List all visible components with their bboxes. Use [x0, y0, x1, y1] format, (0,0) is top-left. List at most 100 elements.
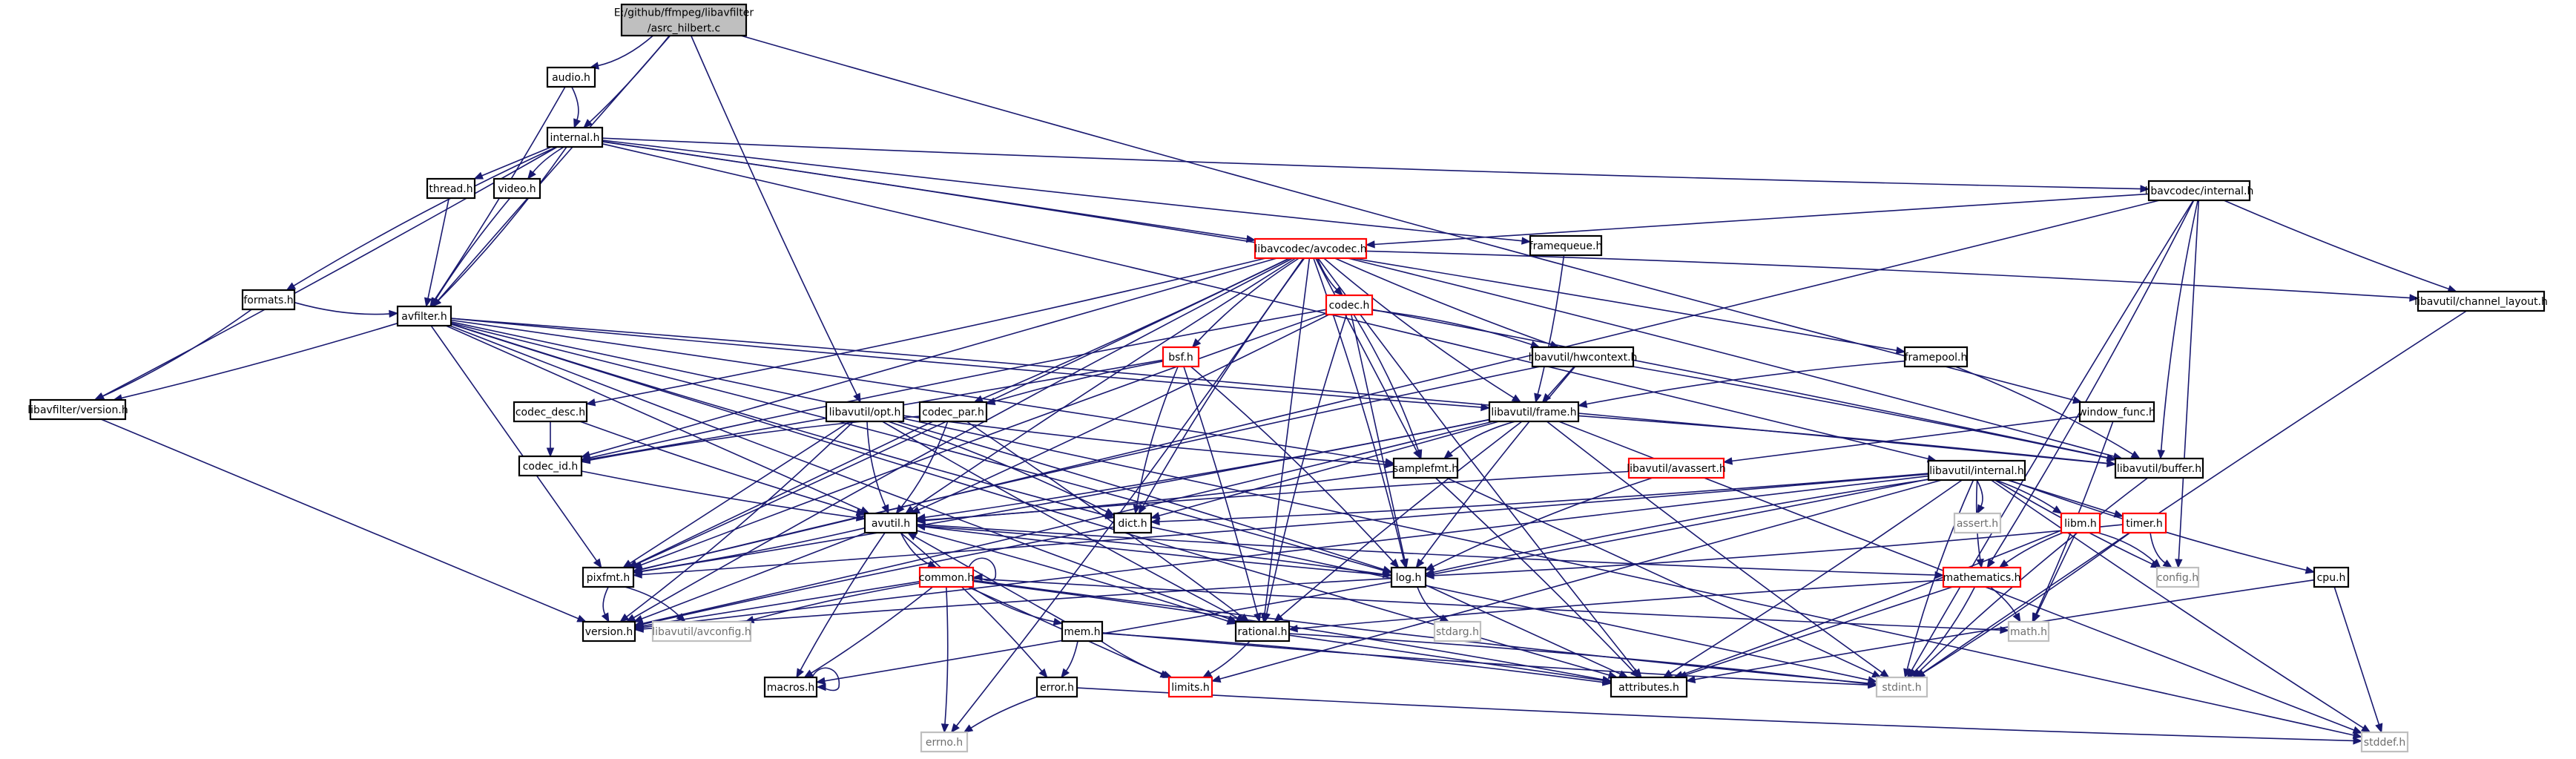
edge-opt-to-samplefmt	[903, 415, 1395, 469]
node-thread[interactable]: thread.h	[426, 177, 476, 200]
edge-arrowhead	[546, 447, 555, 458]
edge-avfilter-to-lavfi_version	[112, 322, 398, 402]
node-buffer[interactable]: libavutil/buffer.h	[2114, 457, 2204, 479]
edge-arrowhead	[1400, 558, 1409, 569]
edge-line	[579, 421, 858, 513]
edge-line	[450, 319, 1387, 463]
node-video[interactable]: video.h	[493, 177, 541, 200]
node-macros[interactable]: macros.h	[763, 676, 818, 698]
edge-line	[1976, 479, 1983, 507]
edge-arrowhead	[2113, 510, 2124, 518]
node-lavu-internal[interactable]: libavutil/internal.h	[1927, 459, 2026, 482]
edge-line	[642, 475, 1929, 628]
node-limits[interactable]: limits.h	[1167, 676, 1213, 698]
edge-line	[1136, 366, 1179, 507]
node-avconfig[interactable]: libavutil/avconfig.h	[651, 620, 752, 643]
edge-line	[810, 586, 934, 674]
node-internal[interactable]: internal.h	[546, 126, 604, 148]
node-avcodec[interactable]: libavcodec/avcodec.h	[1254, 237, 1368, 260]
edge-line	[1288, 634, 1604, 681]
node-box	[2147, 180, 2251, 202]
node-assert[interactable]: assert.h	[1953, 512, 2002, 534]
node-opt[interactable]: libavutil/opt.h	[825, 401, 905, 423]
node-audio[interactable]: audio.h	[546, 66, 596, 88]
edge-line	[972, 578, 2002, 631]
edge-arrowhead	[622, 559, 633, 568]
edge-arrowhead	[1903, 668, 1911, 679]
node-codec-id[interactable]: codec_id.h	[518, 455, 583, 477]
node-mathematics[interactable]: mathematics.h	[1942, 566, 2022, 588]
node-errno[interactable]: errno.h	[920, 731, 969, 753]
node-label: framepool.h	[1905, 352, 1968, 364]
node-channel-layout[interactable]: libavutil/channel_layout.h	[2414, 290, 2548, 312]
edge-line	[450, 321, 2355, 736]
edge-avcodec-to-errno	[950, 257, 1304, 734]
node-frame[interactable]: libavutil/frame.h	[1488, 401, 1580, 423]
node-pixfmt[interactable]: pixfmt.h	[582, 566, 635, 588]
node-log[interactable]: log.h	[1390, 566, 1427, 588]
node-framequeue[interactable]: framequeue.h	[1529, 234, 1603, 257]
node-cpu[interactable]: cpu.h	[2313, 566, 2350, 588]
edge-libm-to-math	[2032, 532, 2077, 623]
node-stdarg[interactable]: stdarg.h	[1433, 620, 1482, 643]
node-version[interactable]: version.h	[582, 620, 636, 643]
node-config[interactable]: config.h	[2155, 566, 2200, 588]
edge-internal-to-lavfi_version	[94, 146, 558, 401]
edge-line	[1546, 366, 1575, 398]
node-framepool[interactable]: framepool.h	[1903, 346, 1969, 368]
node-label: codec_par.h	[922, 407, 984, 418]
node-box	[2313, 566, 2350, 588]
edge-arrowhead	[816, 683, 826, 691]
node-label: libavutil/buffer.h	[2117, 463, 2201, 475]
edge-line	[752, 582, 920, 621]
edge-arrowhead	[2375, 723, 2383, 734]
node-avfilter[interactable]: avfilter.h	[396, 305, 452, 327]
edge-lavu_internal-to-version	[633, 475, 1929, 631]
node-stddef[interactable]: stddef.h	[2360, 731, 2409, 753]
node-label: stdarg.h	[1436, 626, 1479, 638]
edge-line	[1991, 479, 2365, 729]
node-dict[interactable]: dict.h	[1113, 512, 1153, 534]
node-math[interactable]: math.h	[2007, 620, 2050, 643]
node-attributes[interactable]: attributes.h	[1610, 676, 1688, 698]
node-avutil[interactable]: avutil.h	[863, 512, 918, 534]
edge-libm-to-mathematics	[1998, 532, 2063, 568]
node-bsf[interactable]: bsf.h	[1162, 346, 1200, 368]
edge-line	[1681, 530, 2062, 676]
node-codec[interactable]: codec.h	[1325, 294, 1374, 316]
node-label: stdint.h	[1882, 682, 1921, 694]
edge-lavu_internal-to-libm	[1995, 479, 2063, 514]
edge-avcodec-to-codec	[1317, 257, 1344, 296]
node-codec-par[interactable]: codec_par.h	[918, 401, 988, 423]
edge-line	[1371, 309, 1533, 346]
node-error[interactable]: error.h	[1035, 676, 1078, 698]
node-hwcontext[interactable]: libavutil/hwcontext.h	[1529, 346, 1638, 368]
node-rational[interactable]: rational.h	[1234, 620, 1291, 643]
edge-bsf-to-codec_par	[985, 361, 1164, 405]
edge-line	[1585, 360, 1905, 405]
node-stdint[interactable]: stdint.h	[1875, 676, 1928, 698]
node-lavfi-version[interactable]: libavfilter/version.h	[27, 398, 128, 421]
node-box	[1531, 346, 1635, 368]
node-avassert[interactable]: libavutil/avassert.h	[1627, 457, 1726, 479]
node-label: errno.h	[926, 737, 963, 749]
node-lavc-internal[interactable]: libavcodec/internal.h	[2145, 180, 2254, 202]
node-codec-desc[interactable]: codec_desc.h	[513, 401, 588, 423]
edge-avfilter-to-frame	[450, 318, 1491, 412]
edge-libm-to-config	[2098, 532, 2161, 568]
node-label: stddef.h	[2364, 737, 2405, 749]
edge-line	[1334, 257, 1552, 346]
edge-line	[120, 322, 398, 399]
node-samplefmt[interactable]: samplefmt.h	[1393, 457, 1458, 479]
node-libm[interactable]: libm.h	[2060, 512, 2101, 534]
node-root[interactable]: E:/github/ffmpeg/libavfilter/asrc_hilber…	[614, 3, 754, 37]
node-common[interactable]: common.h	[919, 566, 974, 588]
node-mem[interactable]: mem.h	[1061, 620, 1104, 643]
node-label: timer.h	[2126, 518, 2162, 530]
node-window-func[interactable]: window_func.h	[2078, 401, 2155, 423]
node-formats[interactable]: formats.h	[241, 289, 296, 311]
edge-lavu_internal-to-dict	[1150, 473, 1929, 526]
node-timer[interactable]: timer.h	[2121, 512, 2167, 534]
node-label: codec.h	[1329, 300, 1370, 312]
edge-arrowhead	[1202, 669, 1213, 678]
